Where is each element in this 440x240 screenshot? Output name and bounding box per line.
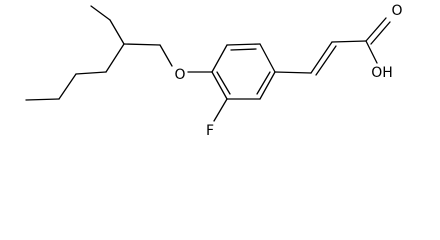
ring-bond-3 [259,43,276,73]
hydroxyl-label: OH [371,65,393,81]
bond-butyl-2 [75,71,107,75]
bond-vinyl-carboxyl [331,40,367,43]
bond-ring-vinyl [274,71,312,74]
bond-vinyl-double-inner [315,45,337,76]
fluorine-label: F [206,123,214,139]
bond-ring-fluorine [213,98,228,122]
acrylic-chain [274,17,391,76]
bond-carbonyl-inner [370,21,391,45]
structure-diagram: O F O OH [25,3,403,139]
bond-vinyl-double-outer [310,41,333,74]
alkyl-chain [25,5,173,101]
bond-butyl-3 [58,73,77,100]
bond-ethyl-ch2 [109,19,125,45]
ring-bond-4 [259,71,276,100]
ring-bond-1 [211,44,228,73]
bond-ch2-oxygen [159,44,173,67]
ring-double-bond-right [256,71,271,95]
ether-oxygen-label: O [174,67,185,83]
bond-ethyl-ch3 [90,5,111,21]
bond-branch-ch2 [123,43,161,46]
ring-bond-2 [226,43,261,46]
bond-butyl-4 [25,98,60,101]
bond-carbon-hydroxyl [365,40,378,64]
carbonyl-oxygen-label: O [391,3,402,19]
ring-double-bond-top [230,48,257,51]
bond-butyl-1 [105,43,125,73]
molecule-canvas: O F O OH [25,3,403,139]
benzene-ring [211,43,276,100]
ring-double-bond-left [216,71,231,95]
bond-carbonyl-outer [365,17,387,42]
ring-bond-6 [211,71,228,100]
